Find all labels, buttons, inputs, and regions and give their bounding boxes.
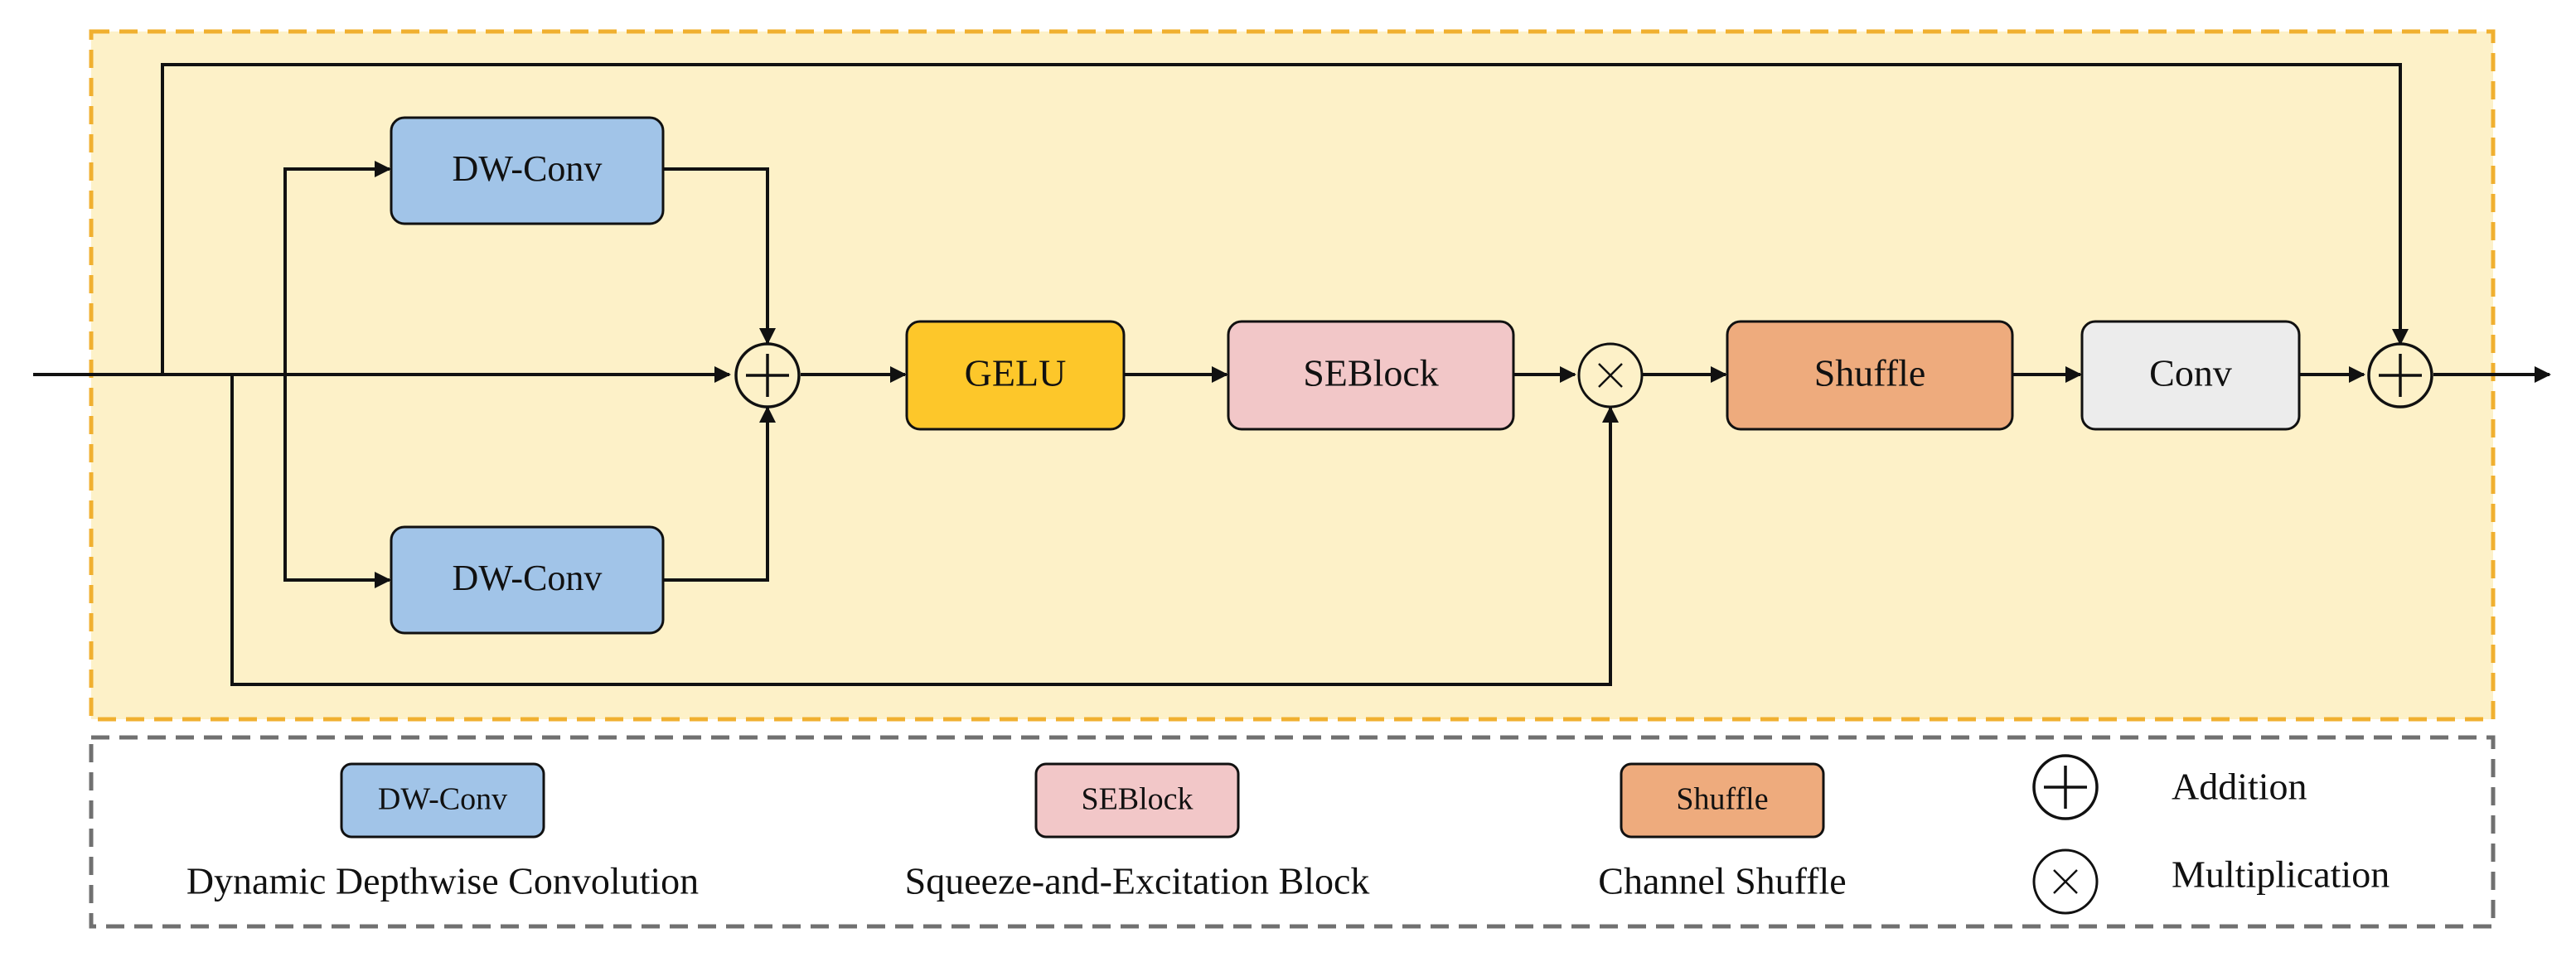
legend-seblock: SEBlock Squeeze-and-Excitation Block <box>905 762 1370 902</box>
connections <box>33 63 2551 686</box>
dwconv-bottom-label: DW-Conv <box>453 558 603 598</box>
seblock-label: SEBlock <box>1303 352 1439 394</box>
legend-seblock-description: Squeeze-and-Excitation Block <box>905 860 1370 902</box>
dwconv-top-to-add <box>663 167 776 345</box>
legend-multiplication-description: Multiplication <box>2172 853 2390 896</box>
dwconv-top-block: DW-Conv <box>390 116 665 225</box>
dwconv-bottom-block: DW-Conv <box>390 525 665 635</box>
multiplication-operator-icon <box>1577 342 1644 408</box>
residual-skip-path <box>161 63 2409 375</box>
addition-operator-icon <box>734 342 801 408</box>
legend-addition: Addition <box>2032 754 2307 820</box>
legend-shuffle-description: Channel Shuffle <box>1598 860 1846 902</box>
legend-seblock-box-label: SEBlock <box>1081 782 1193 817</box>
seblock-block: SEBlock <box>1227 320 1515 431</box>
gelu-block: GELU <box>905 320 1126 431</box>
dwconv-top-label: DW-Conv <box>453 148 603 189</box>
gelu-label: GELU <box>965 352 1067 394</box>
shuffle-block: Shuffle <box>1726 320 2014 431</box>
output-addition-operator-icon <box>2367 342 2433 408</box>
legend-shuffle: Shuffle Channel Shuffle <box>1598 762 1847 902</box>
branch-to-dwconv-bottom <box>283 375 391 588</box>
legend-shuffle-box-label: Shuffle <box>1676 782 1768 817</box>
legend-dwconv: DW-Conv Dynamic Depthwise Convolution <box>186 762 699 902</box>
legend-addition-description: Addition <box>2172 766 2307 808</box>
legend-dwconv-box-label: DW-Conv <box>378 782 507 817</box>
branch-to-dwconv-top <box>283 161 391 375</box>
legend-addition-icon <box>2032 754 2099 820</box>
shuffle-label: Shuffle <box>1814 352 1926 394</box>
dwconv-bottom-to-add <box>663 406 776 582</box>
legend-multiplication-icon <box>2032 848 2099 915</box>
input-to-mul-path <box>230 375 1619 686</box>
legend-dwconv-description: Dynamic Depthwise Convolution <box>186 860 699 902</box>
conv-block: Conv <box>2080 320 2301 431</box>
legend-multiplication: Multiplication <box>2032 848 2390 915</box>
conv-label: Conv <box>2149 352 2232 394</box>
